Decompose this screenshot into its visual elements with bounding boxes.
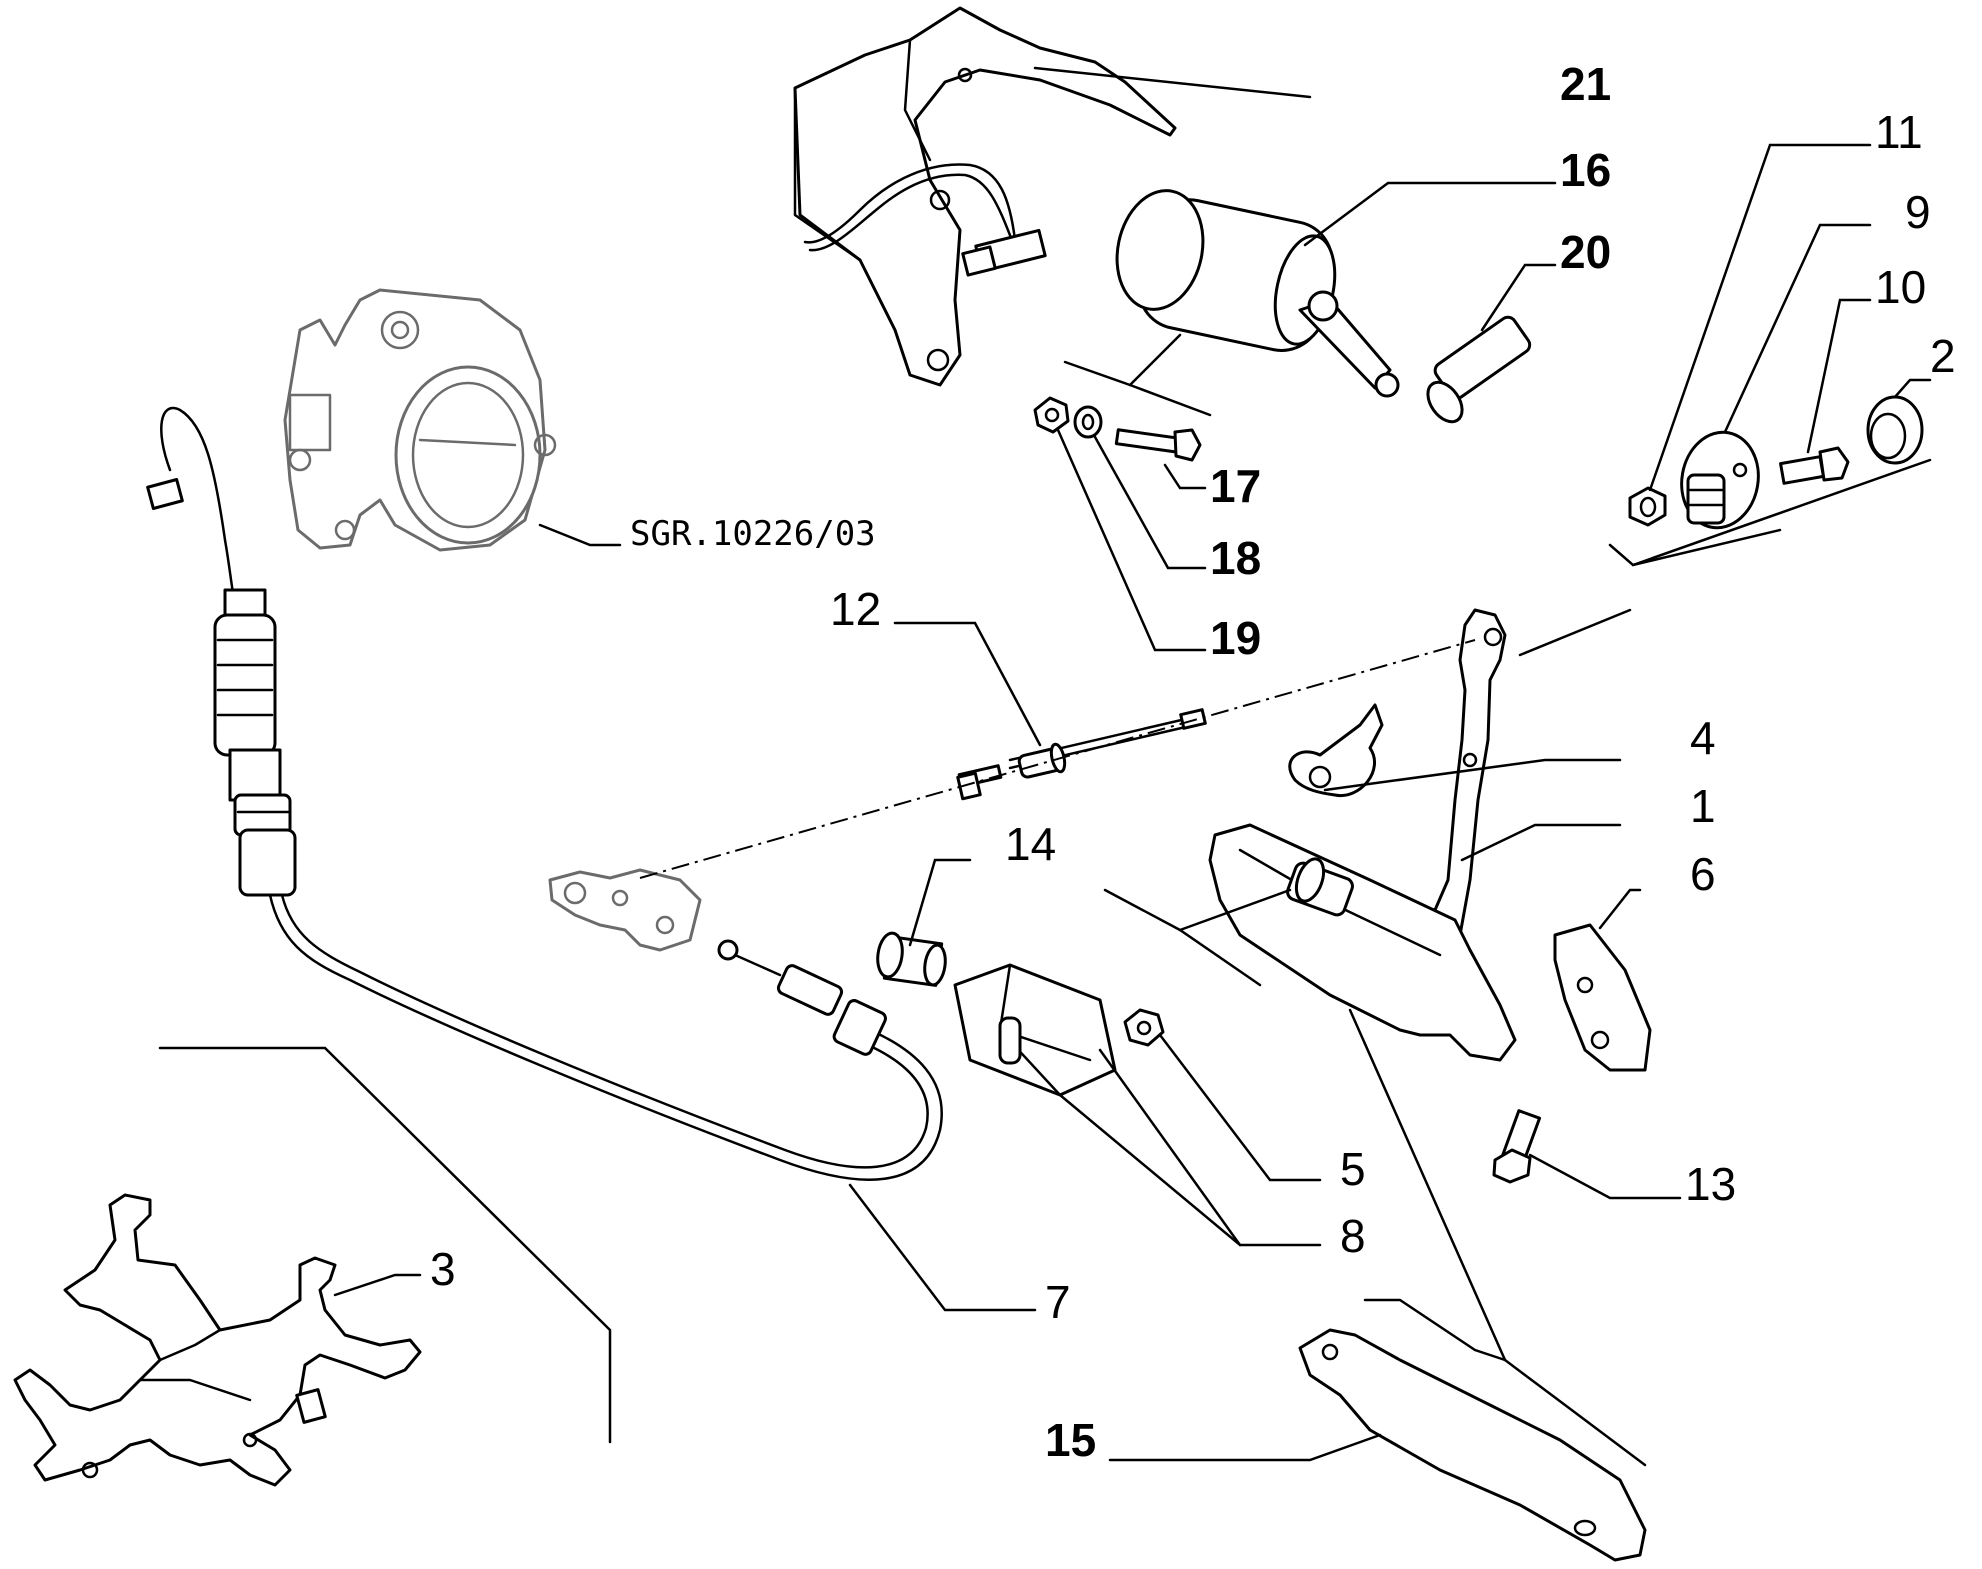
pedal-pad-cover <box>1553 923 1652 1072</box>
callout-8: 8 <box>1340 1210 1366 1262</box>
callout-7: 7 <box>1045 1276 1071 1328</box>
gear-wheel <box>1680 430 1760 530</box>
spring-clip <box>1288 703 1384 797</box>
lever-plate <box>548 868 702 952</box>
callout-17: 17 <box>1210 460 1261 512</box>
screw <box>1492 1109 1542 1184</box>
throttle-body <box>283 288 557 552</box>
callout-1: 1 <box>1690 780 1716 832</box>
cap <box>1866 395 1924 465</box>
callout-6: 6 <box>1690 848 1716 900</box>
callout-10: 10 <box>1875 261 1926 313</box>
callout-15: 15 <box>1045 1414 1096 1466</box>
callout-2: 2 <box>1930 330 1956 382</box>
small-bolt <box>1779 446 1850 485</box>
support-bracket <box>13 1193 422 1487</box>
callout-16: 16 <box>1560 144 1611 196</box>
callout-3: 3 <box>430 1243 456 1295</box>
leader-lines <box>158 66 1932 1467</box>
callout-20: 20 <box>1560 226 1611 278</box>
callout-4: 4 <box>1690 712 1716 764</box>
callout-21: 21 <box>1560 58 1611 110</box>
reference-code: SGR.10226/03 <box>630 514 876 554</box>
pedal-arm <box>1208 608 1517 1062</box>
fuse <box>1426 315 1532 424</box>
nut-11 <box>1628 486 1667 527</box>
callout-11: 11 <box>1875 106 1923 158</box>
mounting-bracket <box>793 6 1177 387</box>
assembly-axis <box>639 639 1476 879</box>
pad-block <box>953 963 1117 1097</box>
nut <box>1033 396 1070 434</box>
bolt <box>1114 428 1202 462</box>
callout-18: 18 <box>1210 532 1261 584</box>
callout-12: 12 <box>830 583 881 635</box>
callout-13: 13 <box>1685 1158 1736 1210</box>
actuator-motor <box>803 163 1400 398</box>
washer <box>1073 405 1103 439</box>
long-bracket <box>1298 1328 1647 1562</box>
callout-14: 14 <box>1005 818 1056 870</box>
callout-5: 5 <box>1340 1143 1366 1195</box>
throttle-cable <box>146 406 943 1181</box>
callout-19: 19 <box>1210 612 1261 664</box>
linkage-rod <box>956 708 1207 801</box>
bushing <box>876 931 947 987</box>
callout-9: 9 <box>1905 186 1931 238</box>
small-nut <box>1123 1008 1165 1047</box>
callout-labels: 21 16 20 17 18 19 11 9 10 2 12 4 1 6 14 … <box>430 58 1956 1466</box>
